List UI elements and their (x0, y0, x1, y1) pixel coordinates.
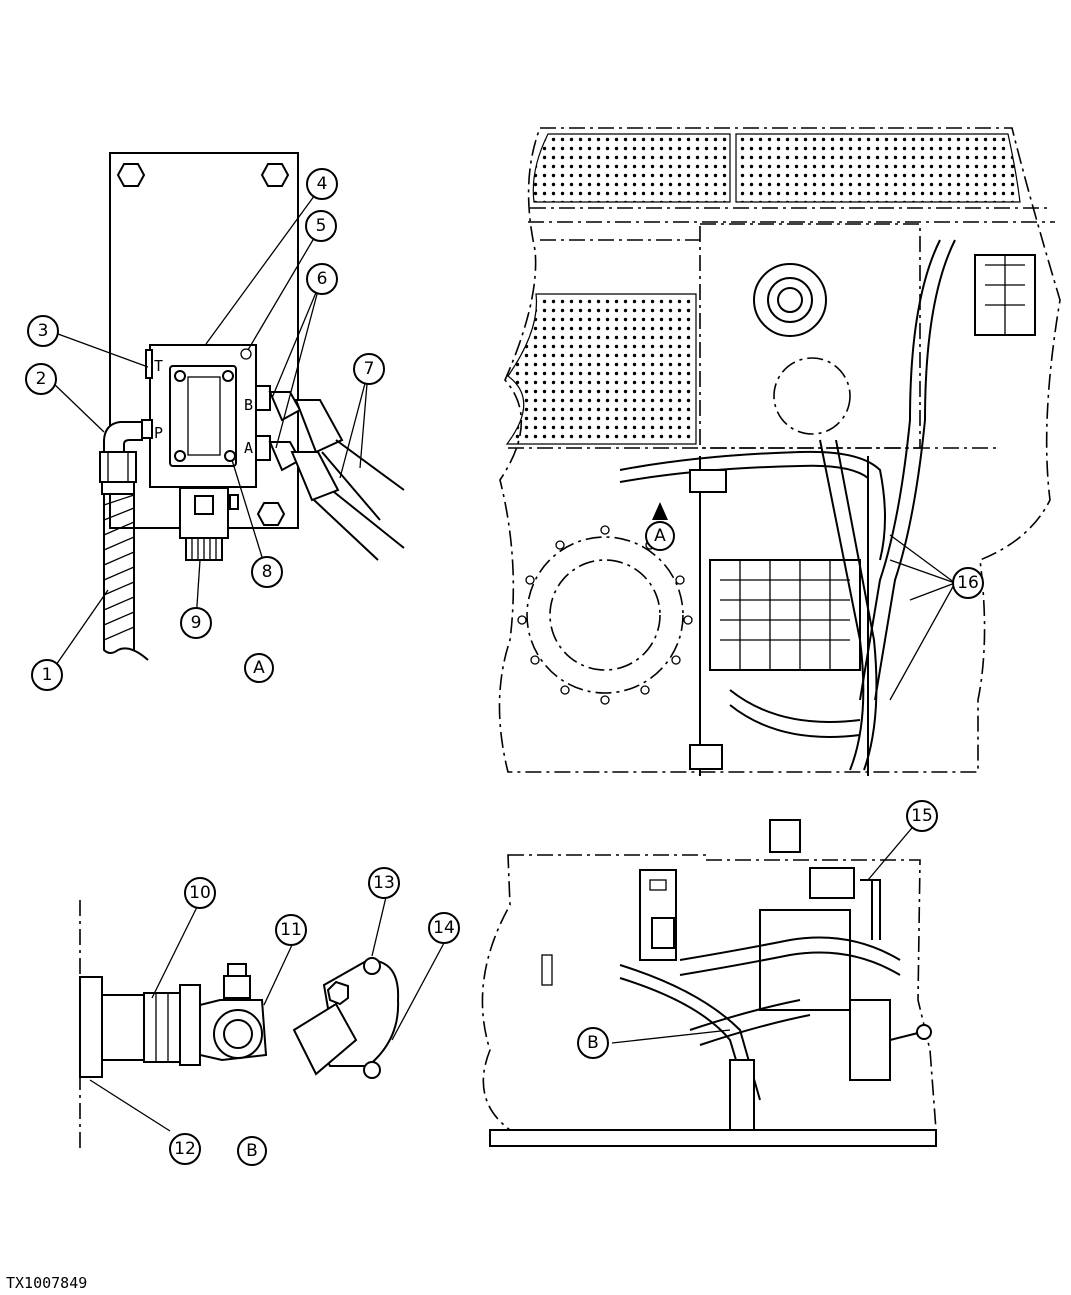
adapter-body (101, 994, 145, 1061)
leader-lines-16 (889, 534, 956, 701)
port-label-t: T (154, 357, 163, 375)
svg-text:11: 11 (280, 920, 302, 940)
callout-14: 14 (428, 912, 460, 944)
callout-10: 10 (184, 877, 216, 909)
svg-text:9: 9 (191, 613, 202, 633)
port-label-a: A (244, 439, 253, 457)
gearbox-housing (699, 223, 921, 449)
svg-text:12: 12 (174, 1139, 196, 1159)
svg-text:10: 10 (189, 883, 211, 903)
callout-11: 11 (275, 914, 307, 946)
lower-frame-outline (481, 854, 937, 1131)
svg-text:5: 5 (316, 216, 327, 236)
svg-text:A: A (654, 526, 666, 546)
machine-frame-view (498, 127, 1061, 776)
lower-assembly-view (481, 819, 937, 1147)
port-a-fitting (255, 435, 271, 461)
flange-circle (549, 559, 661, 671)
figure-id: TX1007849 (6, 1274, 88, 1292)
callout-5: 5 (305, 210, 337, 242)
control-valve-block (709, 559, 861, 671)
callout-16: 16 (952, 567, 984, 599)
svg-text:4: 4 (317, 174, 328, 194)
mounting-flange (79, 976, 103, 1078)
callout-7: 7 (353, 353, 385, 385)
hose (679, 936, 901, 976)
callout-9: 9 (180, 607, 212, 639)
base-plate (489, 1129, 937, 1147)
view-label-b-main: B (577, 1027, 609, 1059)
port-b-fitting (255, 385, 271, 411)
view-label-a-detail: A (244, 653, 274, 683)
callout-6: 6 (306, 263, 338, 295)
filter-cap (769, 819, 801, 853)
angled-hose (268, 391, 405, 561)
leader-lines-a (51, 187, 369, 666)
callout-2: 2 (25, 363, 57, 395)
callout-8: 8 (251, 556, 283, 588)
hose-bundle (859, 239, 956, 701)
perforated-panel (532, 133, 731, 203)
callout-1: 1 (31, 659, 63, 691)
frame-outline (498, 127, 1061, 773)
view-label-b-detail: B (237, 1136, 267, 1166)
svg-text:16: 16 (957, 573, 979, 593)
callout-4: 4 (306, 168, 338, 200)
view-label-a-main: A (645, 521, 675, 551)
svg-text:B: B (246, 1141, 258, 1161)
svg-text:13: 13 (373, 873, 395, 893)
svg-text:7: 7 (364, 359, 375, 379)
hose-nut (99, 451, 137, 483)
svg-text:A: A (253, 658, 265, 678)
svg-text:3: 3 (38, 321, 49, 341)
mounting-bolt (116, 163, 290, 526)
hex-fitting (179, 984, 201, 1066)
svg-text:8: 8 (262, 562, 273, 582)
leader-lines-b (89, 896, 445, 1132)
callout-13: 13 (368, 867, 400, 899)
detail-a-valve-assembly: T P B A (99, 152, 405, 661)
flange-bolt-holes (517, 525, 693, 705)
callout-3: 3 (27, 315, 59, 347)
svg-text:6: 6 (317, 269, 328, 289)
svg-text:14: 14 (433, 918, 455, 938)
detail-b-fittings (79, 900, 400, 1150)
gear-hub (753, 263, 827, 337)
callout-12: 12 (169, 1133, 201, 1165)
adapter-nut (143, 992, 181, 1063)
view-a-arrow (652, 502, 668, 520)
svg-text:2: 2 (36, 369, 47, 389)
elbow-body (292, 1002, 358, 1076)
svg-text:B: B (587, 1033, 599, 1053)
hose-line (103, 494, 149, 661)
svg-text:1: 1 (42, 665, 53, 685)
port-label-p: P (154, 424, 163, 442)
port-label-b: B (244, 396, 253, 414)
svg-text:15: 15 (911, 806, 933, 826)
callout-15: 15 (906, 800, 938, 832)
